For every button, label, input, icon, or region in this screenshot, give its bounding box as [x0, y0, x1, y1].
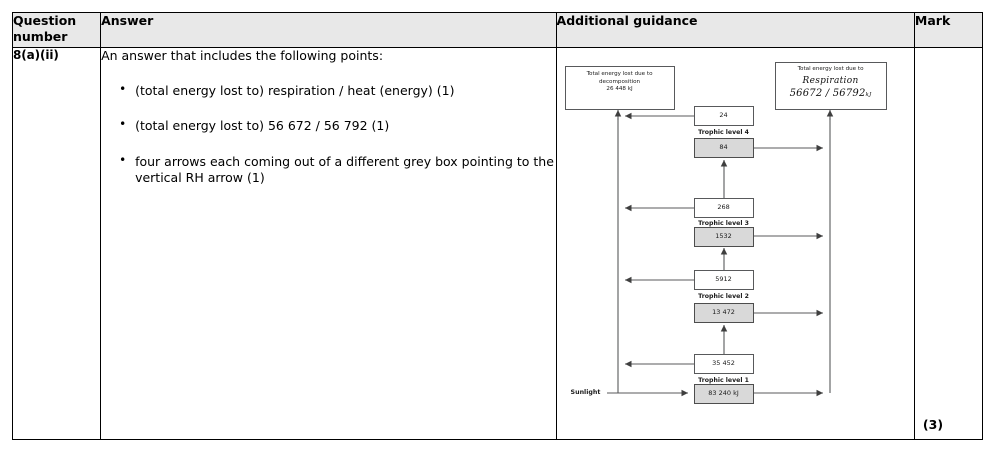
- list-item: (total energy lost to) 56 672 / 56 792 (…: [119, 117, 555, 135]
- biomass-box-level-2: 13 472: [693, 303, 754, 323]
- cell-additional-guidance: Total energy lost due to decomposition 2…: [555, 47, 915, 441]
- header-answer: Answer: [100, 12, 557, 48]
- trophic-level-2-label: Trophic level 2: [698, 293, 749, 300]
- list-item: four arrows each coming out of a differe…: [119, 153, 555, 187]
- trophic-level-1-label: Trophic level 1: [698, 377, 749, 384]
- biomass-box-level-1: 83 240 kJ: [693, 384, 754, 404]
- answer-points-list: (total energy lost to) respiration / hea…: [101, 82, 555, 187]
- loss-box-level-2: 5912: [693, 270, 754, 290]
- diagram-arrows: [606, 110, 833, 397]
- biomass-box-level-4: 84: [693, 138, 754, 158]
- decomposition-line-1: Total energy lost due to: [586, 71, 653, 77]
- handwritten-numbers: 56672 / 56792: [789, 87, 866, 99]
- trophic-level-4-label: Trophic level 4: [698, 129, 749, 136]
- decomposition-line-2: decomposition: [598, 78, 641, 85]
- answer-intro: An answer that includes the following po…: [101, 48, 384, 63]
- header-mark: Mark: [913, 12, 984, 48]
- decomposition-info-box: Total energy lost due to decomposition 2…: [564, 66, 675, 110]
- respiration-info-box: Total energy lost due to Respiration 566…: [774, 62, 887, 110]
- cell-question-number: 8(a)(ii): [11, 47, 102, 440]
- decomposition-line-3: 26 448 kJ: [606, 86, 633, 93]
- loss-box-level-3: 268: [693, 198, 754, 218]
- cell-mark: (3): [913, 47, 984, 440]
- mark-value: (3): [922, 417, 944, 432]
- mark-scheme-table: Question number Answer Additional guidan…: [11, 12, 984, 441]
- handwritten-unit: kJ: [865, 91, 872, 98]
- table-header-row: Question number Answer Additional guidan…: [11, 12, 984, 48]
- respiration-printed-line: Total energy lost due to: [797, 66, 864, 72]
- loss-box-level-4: 24: [693, 106, 754, 126]
- handwritten-values: 56672 / 56792kJ: [776, 87, 886, 101]
- list-item: (total energy lost to) respiration / hea…: [119, 82, 555, 100]
- sunlight-label: Sunlight: [570, 389, 601, 396]
- header-additional-guidance: Additional guidance: [555, 12, 915, 48]
- energy-flow-diagram: Total energy lost due to decomposition 2…: [557, 48, 915, 441]
- cell-answer: An answer that includes the following po…: [100, 47, 557, 440]
- handwritten-respiration: Respiration: [802, 75, 859, 86]
- table-row: 8(a)(ii) An answer that includes the fol…: [11, 47, 984, 441]
- trophic-level-3-label: Trophic level 3: [698, 220, 749, 227]
- header-question-number: Question number: [11, 12, 102, 48]
- biomass-box-level-3: 1532: [693, 227, 754, 247]
- loss-box-level-1: 35 452: [693, 354, 754, 374]
